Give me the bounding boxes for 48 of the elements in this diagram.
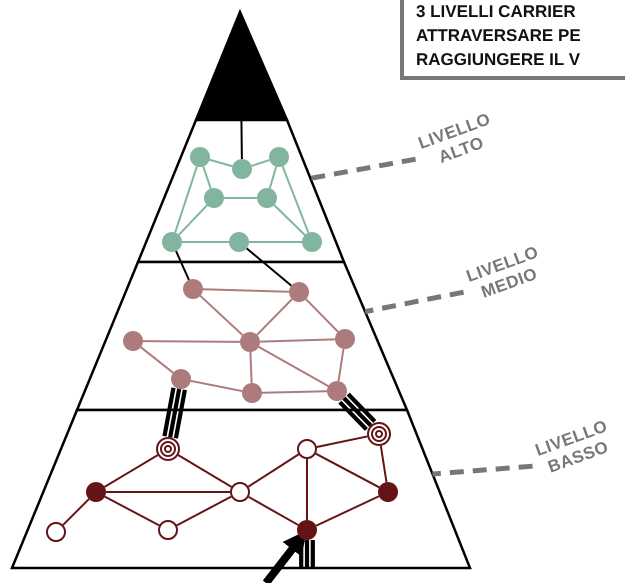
connector-line [316, 495, 380, 527]
connector-line [224, 197, 257, 199]
connector-line [249, 241, 302, 243]
triple-link [162, 386, 187, 440]
connector-line [202, 288, 290, 293]
connector-line [380, 446, 388, 482]
connector-line [176, 496, 232, 526]
connector-line [316, 435, 368, 448]
connector-line [246, 248, 292, 286]
connector-line [249, 352, 253, 384]
pyramid-band [12, 410, 470, 568]
leader-line [364, 290, 464, 314]
connector-line [268, 166, 278, 189]
connector-line [282, 166, 310, 234]
connector-line [200, 295, 244, 336]
connector-line [258, 346, 329, 387]
pyramid-band [138, 120, 344, 262]
connector-line [248, 496, 299, 526]
connector-line [256, 298, 293, 336]
triple-link [338, 392, 377, 432]
pyramid-band [77, 262, 407, 410]
note-box: 3 LIVELLI CARRIER ATTRAVERSARE PE RAGGIUNGERE IL V [400, 0, 625, 80]
connector-line [315, 452, 380, 488]
leader-line [432, 464, 533, 477]
connector-line [142, 340, 240, 343]
connector-line [106, 491, 230, 493]
connector-line [174, 166, 198, 233]
connector-line [273, 204, 306, 236]
connector-line [209, 158, 233, 168]
connector-line [175, 250, 190, 280]
connector-line [338, 348, 344, 382]
connector-line [262, 390, 328, 394]
connector-line [248, 454, 300, 488]
connector-line [202, 166, 212, 189]
connector-line [104, 496, 160, 526]
connector-line [178, 204, 208, 236]
connector-line [182, 241, 229, 243]
connector-line [62, 498, 90, 526]
connector-line [260, 338, 336, 343]
connector-line [178, 454, 232, 488]
connector-line [306, 459, 308, 520]
connector-line [190, 380, 242, 392]
leader-line [310, 156, 416, 181]
connector-line [251, 159, 270, 167]
connector-line [104, 454, 158, 488]
connector-line [140, 346, 174, 374]
connector-line [305, 298, 339, 333]
connector-line [240, 120, 243, 160]
